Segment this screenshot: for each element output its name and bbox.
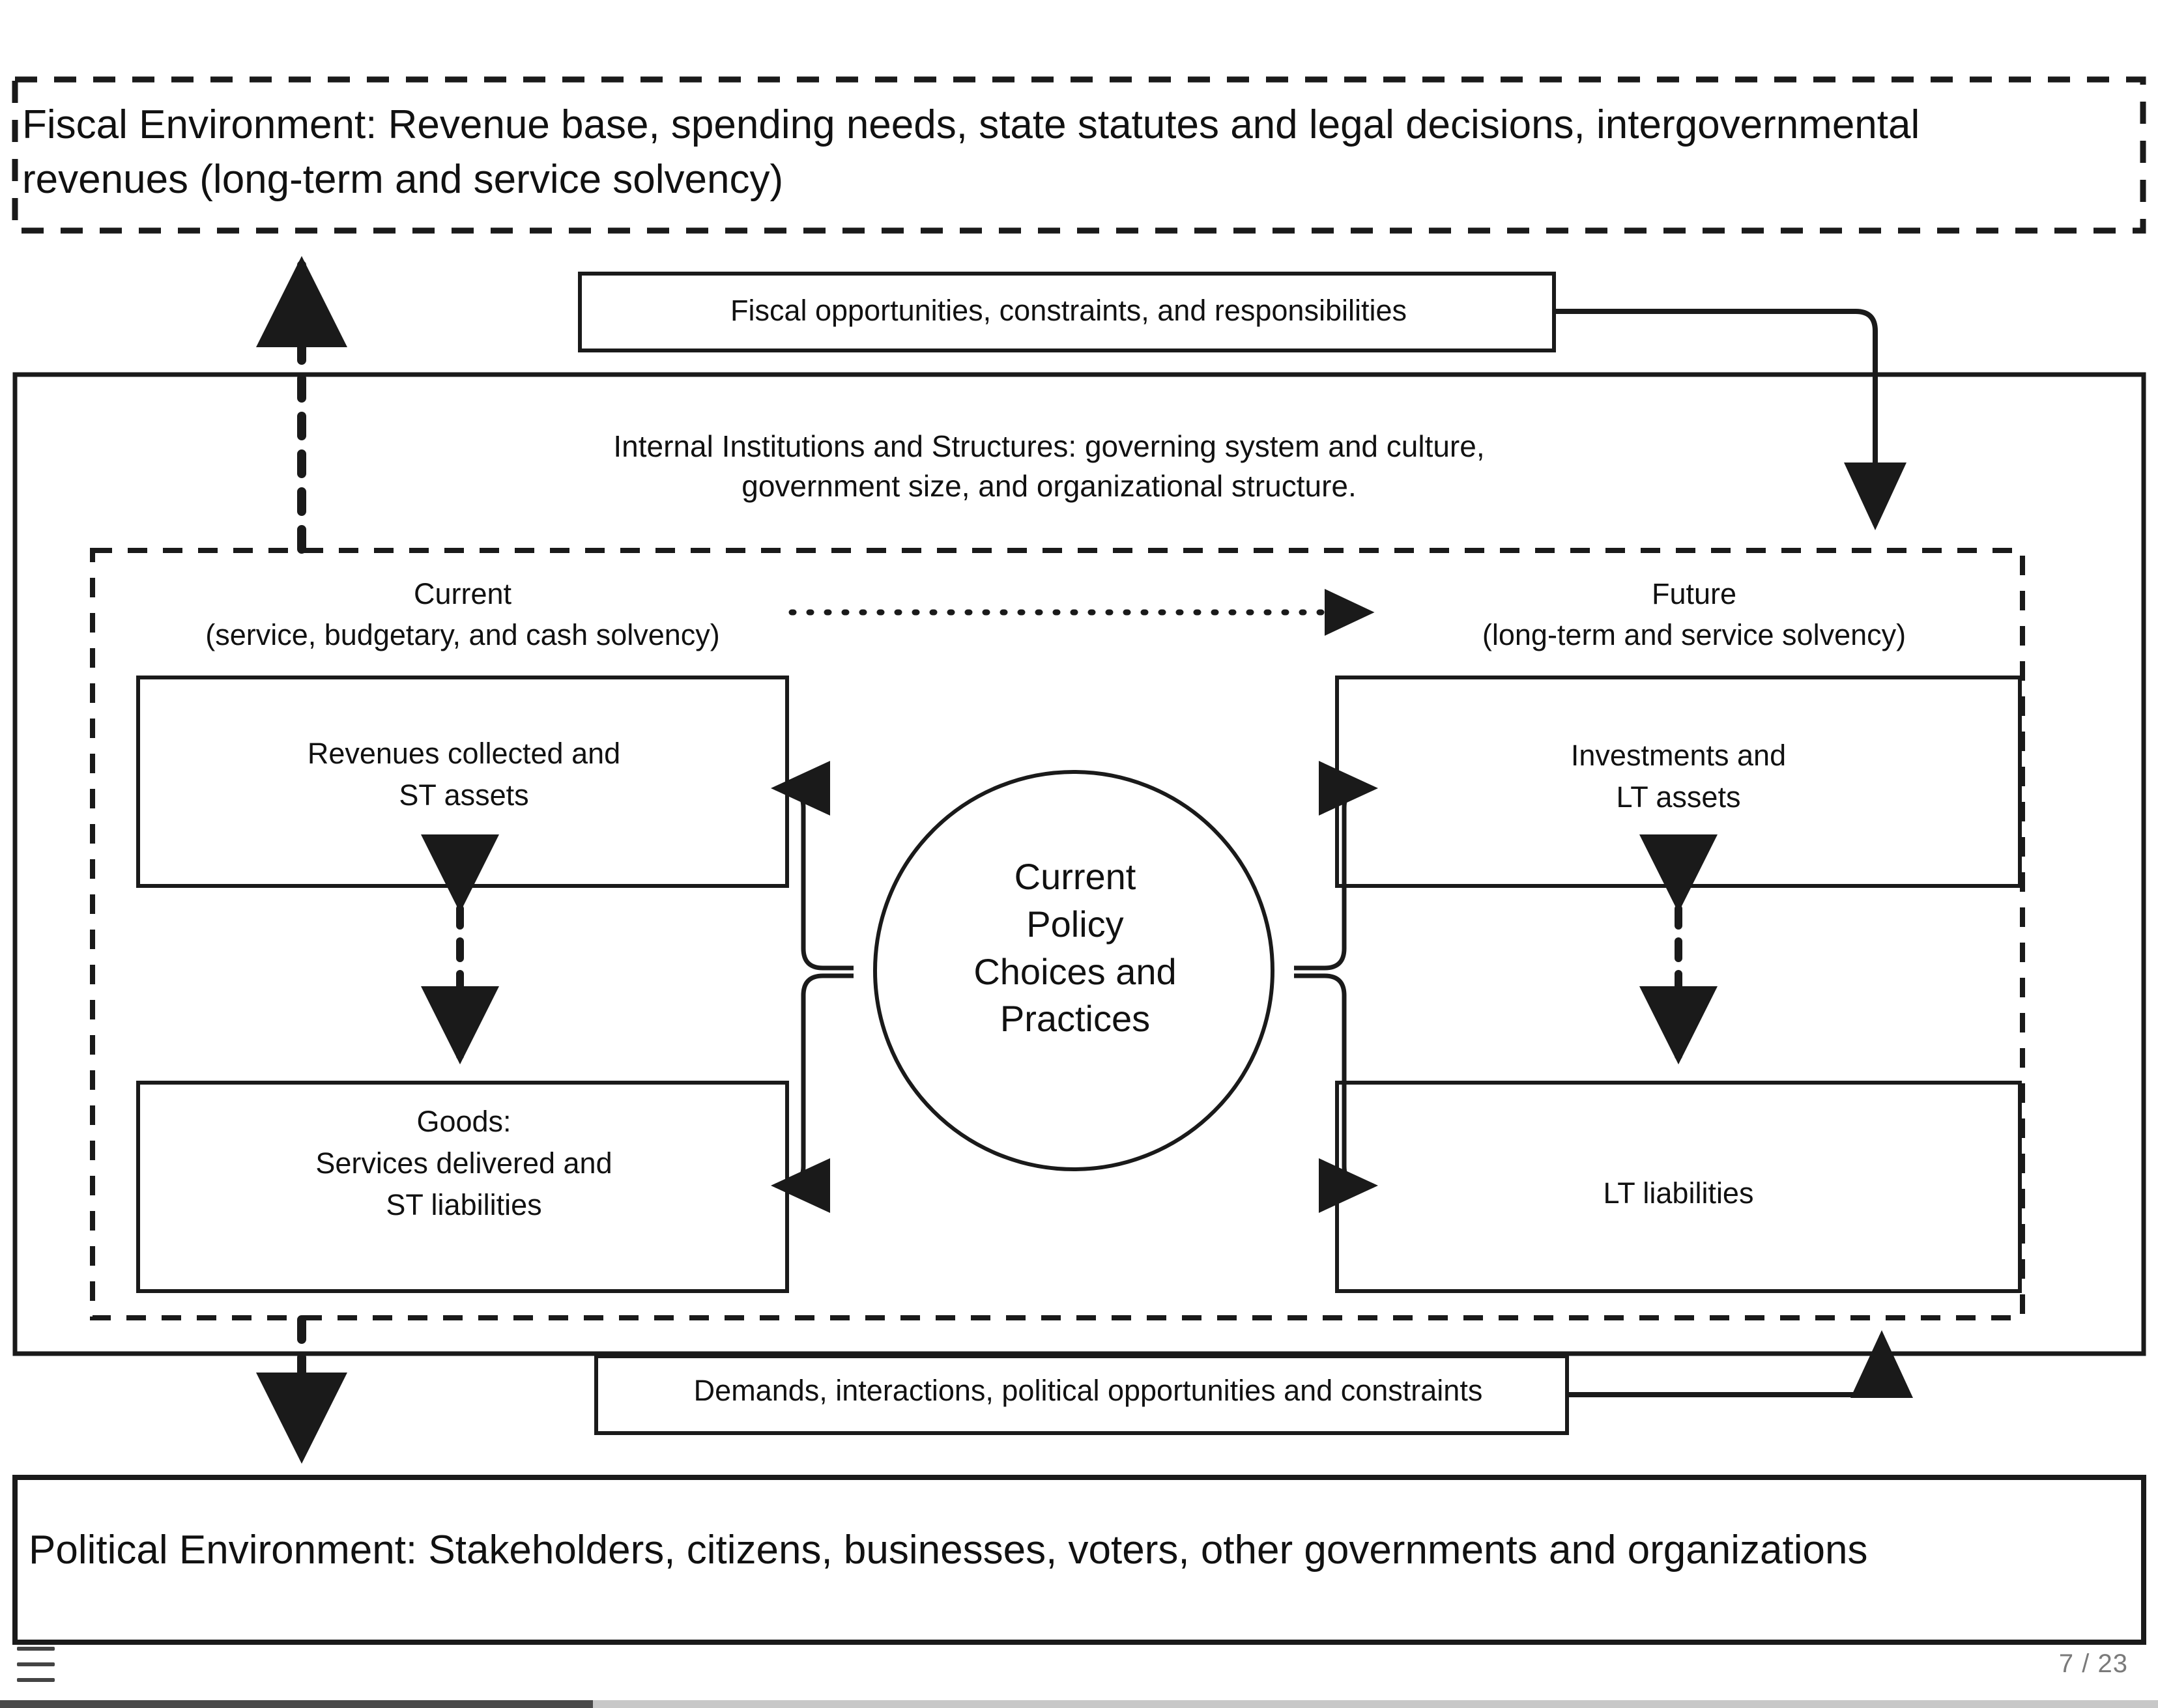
internal-institutions-label: Internal Institutions and Structures: go… (613, 429, 1485, 504)
current-future-dashed-box (90, 548, 2025, 1320)
hamburger-menu-icon[interactable] (17, 1647, 57, 1682)
horizontal-scrollbar-thumb[interactable] (0, 1700, 593, 1708)
hamburger-bar-1 (17, 1647, 55, 1651)
connector-circle-to-investments (1294, 761, 1378, 971)
connector-circle-to-lt-liabilities (1294, 973, 1378, 1213)
connector-circle-to-goods (771, 973, 854, 1213)
hamburger-bar-3 (17, 1678, 55, 1682)
arrow-fiscal-opportunities (1554, 309, 1906, 530)
political-environment-box (12, 1475, 2146, 1645)
goods-box (136, 1081, 789, 1293)
future-heading-label: Future (long-term and service solvency) (1482, 577, 1906, 651)
current-policy-circle (873, 770, 1274, 1171)
hamburger-bar-2 (17, 1662, 55, 1666)
lt-liabilities-box-label: LT liabilities (1603, 1176, 1754, 1210)
arrow-demands (1567, 1330, 1913, 1398)
political-environment-label: Political Environment: Stakeholders, cit… (29, 1528, 1868, 1573)
connector-circle-to-revenues (771, 761, 854, 971)
goods-box-label: Goods: Services delivered and ST liabili… (315, 1105, 612, 1221)
current-policy-circle-label: Current Policy Choices and Practices (973, 856, 1177, 1040)
fiscal-environment-label: Fiscal Environment: Revenue base, spendi… (22, 102, 1920, 203)
fiscal-environment-box (12, 76, 2146, 234)
horizontal-scrollbar-track[interactable] (0, 1700, 2158, 1708)
demands-label: Demands, interactions, political opportu… (693, 1374, 1483, 1407)
revenues-box-label: Revenues collected and ST assets (307, 737, 621, 812)
government-outer-box (12, 372, 2146, 1356)
lt-liabilities-box (1335, 1081, 2022, 1293)
fiscal-opportunities-label: Fiscal opportunities, constraints, and r… (730, 294, 1407, 327)
investments-box-label: Investments and LT assets (1570, 739, 1787, 814)
page-counter: 7 / 23 (2058, 1649, 2128, 1678)
fiscal-opportunities-box (578, 272, 1556, 352)
current-heading-label: Current (service, budgetary, and cash so… (205, 577, 720, 651)
